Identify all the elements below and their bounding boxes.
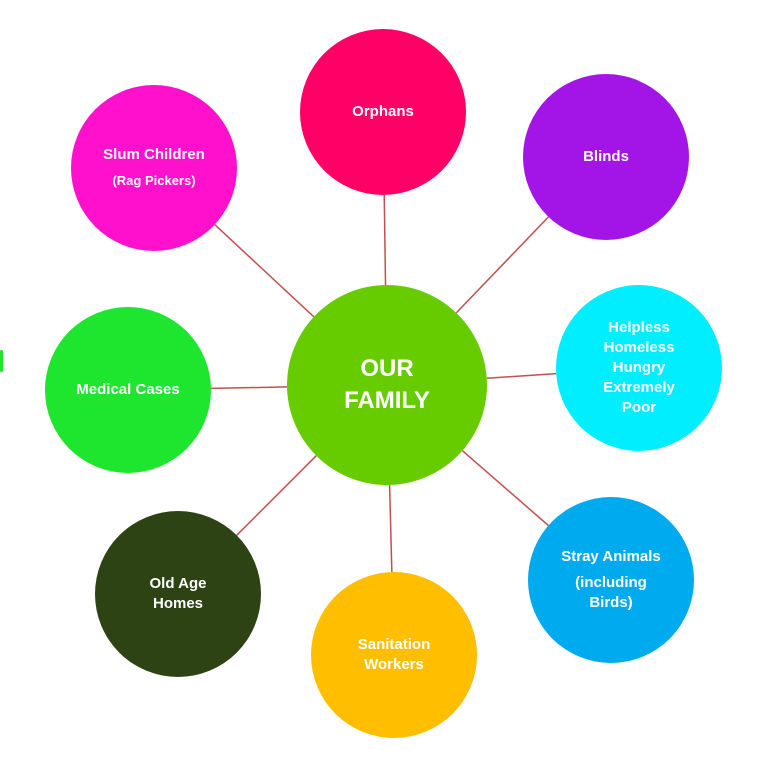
node-label: Homes — [152, 595, 204, 612]
node-label: Stray Animals — [561, 548, 661, 565]
center-node-our-family: OUR FAMILY — [287, 285, 487, 485]
link-stray-animals — [461, 450, 549, 527]
node-label: Orphans — [352, 103, 414, 120]
link-blinds — [455, 216, 550, 314]
center-label-line1: OUR — [360, 355, 414, 382]
link-orphans — [383, 194, 387, 286]
node-label: Helpless — [608, 319, 670, 336]
node-sublabel: (Rag Pickers) — [112, 173, 196, 188]
edge-mark — [0, 350, 3, 372]
node-label: Poor — [621, 399, 657, 416]
node-sublabel: (including Birds) — [575, 574, 647, 611]
link-slum-children — [214, 224, 315, 318]
node-label: Slum Children — [103, 146, 205, 163]
node-stray-animals: Stray Animals (including Birds) — [528, 497, 694, 663]
node-blinds: Blinds — [523, 74, 689, 240]
link-old-age-homes — [236, 455, 317, 536]
node-label: Extremely — [603, 379, 675, 396]
node-label: Medical Cases — [76, 381, 180, 398]
node-label: Sanitation — [357, 636, 431, 653]
node-label: Homeless — [603, 339, 675, 356]
link-sanitation-workers — [388, 484, 393, 573]
node-label: Blinds — [583, 148, 629, 165]
node-medical-cases: Medical Cases — [45, 307, 211, 473]
node-slum-children: Slum Children (Rag Pickers) — [71, 85, 237, 251]
link-helpless — [486, 372, 557, 380]
node-label: Workers — [364, 656, 424, 673]
center-label-line2: FAMILY — [344, 387, 430, 414]
node-orphans: Orphans — [300, 29, 466, 195]
node-label: Hungry — [612, 359, 666, 376]
link-medical-cases — [210, 386, 288, 390]
node-label: Old Age — [149, 575, 207, 592]
